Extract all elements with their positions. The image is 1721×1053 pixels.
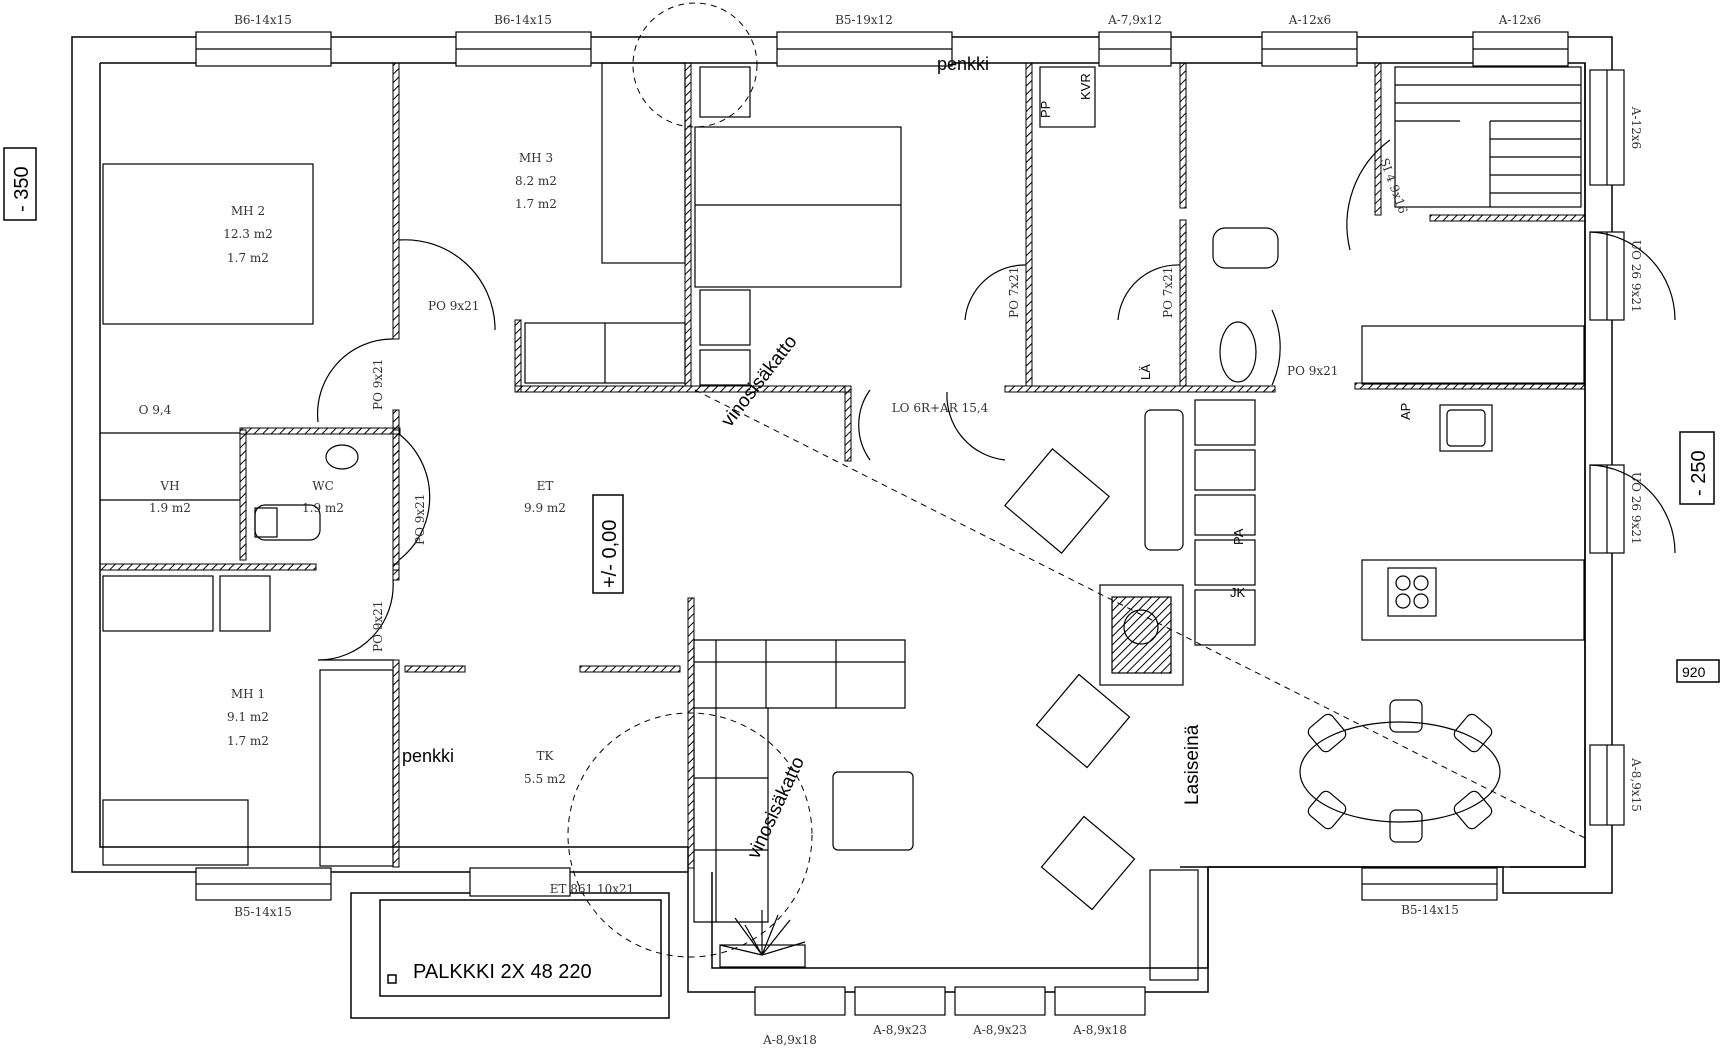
room-area-tk: 5.5 m2 [524,772,566,786]
label-o94: O 9,4 [139,403,172,417]
door-label-mh3: PO 9x21 [428,299,479,313]
windows [195,31,1625,1016]
window-label-top-3: B5-19x12 [835,13,893,27]
window-label-right-1: A-12x6 [1629,106,1643,149]
stairs [1394,66,1582,208]
window-label-top-1: B6-14x15 [234,13,292,27]
bed-mh3 [694,126,902,288]
label-lasiseina: Lasiseinä [1182,724,1203,805]
room-area-mh2: 12.3 m2 [223,227,273,241]
room-area-mh1: 9.1 m2 [227,710,269,724]
label-vinosisakatto-2: vinosisäkatto [743,754,808,862]
window-label-bottom-2: A-8,9x23 [872,1023,927,1037]
room-area-et: 9.9 m2 [524,501,566,515]
label-penkki-tk: penkki [402,746,454,766]
level-right: - 250 [1688,450,1710,496]
room-name-tk: TK [537,749,555,763]
bed-mh2 [102,163,314,325]
label-pa: PA [1231,528,1246,545]
room-name-et: ET [537,479,554,493]
label-penkki-top: penkki [937,54,989,74]
room-area-vh: 1.9 m2 [149,501,191,515]
room-extra-mh1: 1.7 m2 [227,734,269,748]
door-label-7b: PO 7x21 [1161,267,1175,318]
room-name-mh1: MH 1 [231,687,265,701]
room-extra-mh3: 1.7 m2 [515,197,557,211]
window-label-bottom-right: B5-14x15 [1401,903,1459,917]
window-labels: B6-14x15 B6-14x15 B5-19x12 A-7,9x12 A-12… [234,13,1643,1047]
fireplace [1099,584,1184,686]
interior-walls [99,62,1586,869]
room-area-wc: 1.9 m2 [302,501,344,515]
door-label-kitchen: PO 9x21 [1287,364,1338,378]
door-label-mh1: PO 9x21 [371,601,385,652]
level-right-small: 920 [1682,664,1706,680]
dashed-guides [567,2,1586,958]
window-label-bottom-3: A-8,9x23 [972,1023,1027,1037]
level-left: - 350 [11,166,33,212]
dining-table [1299,721,1501,823]
annotations: penkki penkki vinosisäkatto vinosisäkatt… [402,54,1413,983]
plant-icon [719,910,806,968]
door-label-7a: PO 7x21 [1007,267,1021,318]
room-name-lo: LO 6R+AR 15,4 [892,401,989,415]
door-label-mh2: PO 9x21 [371,359,385,410]
furniture [100,62,1585,981]
wardrobe-mh3 [601,62,686,264]
door-label-wc: PO 9x21 [413,494,427,545]
label-kvr: KVR [1078,73,1093,100]
label-pp: PP [1038,101,1053,118]
label-la: LÄ [1138,364,1153,380]
window-label-top-5: A-12x6 [1288,13,1331,27]
room-name-mh2: MH 2 [231,204,265,218]
label-si4: SI 4 9x16 [1377,156,1410,215]
label-jk: JK [1230,585,1246,600]
room-name-mh3: MH 3 [519,151,553,165]
balcony [350,892,670,1019]
window-label-bottom-4: A-8,9x18 [1072,1023,1127,1037]
level-main: +/- 0,00 [599,520,621,588]
window-label-top-4: A-7,9x12 [1107,13,1162,27]
window-label-bottom-1: A-8,9x18 [762,1033,817,1047]
window-label-top-2: B6-14x15 [494,13,552,27]
label-vinosisakatto-1: vinosisäkatto [717,332,801,431]
label-terrace-door: ET 861 10x21 [550,882,635,896]
room-extra-mh2: 1.7 m2 [227,251,269,265]
door-swings [316,139,1676,661]
room-area-mh3: 8.2 m2 [515,174,557,188]
label-ap: AP [1398,403,1413,420]
room-name-vh: VH [159,479,179,493]
window-label-right-2: A-8,9x15 [1629,757,1643,812]
room-labels: MH 2 12.3 m2 1.7 m2 MH 3 8.2 m2 1.7 m2 M… [139,151,989,896]
window-label-top-6: A-12x6 [1498,13,1541,27]
level-markers: +/- 0,00 - 350 - 250 920 [3,147,1720,683]
label-palkki: PALKKKI 2X 48 220 [413,961,592,983]
door-label-ulko-1: UO 26 9x21 [1629,240,1643,313]
door-labels: PO 9x21 PO 9x21 PO 9x21 PO 9x21 PO 9x21 … [371,156,1643,652]
door-label-ulko-2: UO 26 9x21 [1629,472,1643,545]
room-name-wc: WC [312,479,334,493]
window-label-bottom-left: B5-14x15 [234,905,292,919]
